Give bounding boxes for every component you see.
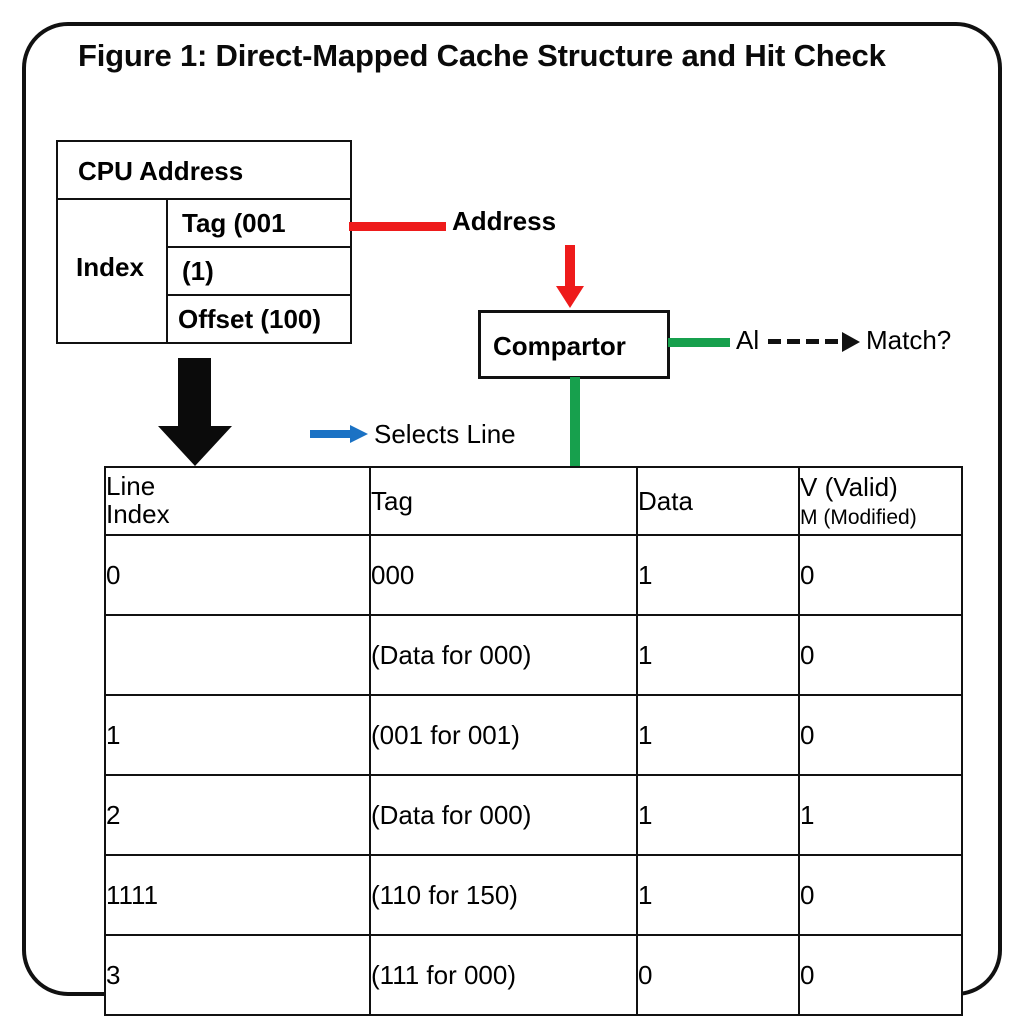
table-row: 1 (001 for 001) 1 0 bbox=[104, 694, 963, 776]
dash-segment bbox=[768, 339, 781, 344]
cell-line-index: 1 bbox=[104, 694, 371, 776]
index-select-arrow-icon bbox=[158, 426, 232, 466]
cpu-address-index-cell: Index bbox=[56, 198, 168, 344]
dash-segment bbox=[825, 339, 838, 344]
comparator-label: Compartor bbox=[493, 331, 626, 361]
cell-data: 1 bbox=[636, 694, 800, 776]
cell-valid-modified: 0 bbox=[798, 534, 963, 616]
cell-tag: (001 for 001) bbox=[369, 694, 638, 776]
cpu-address-header: CPU Address bbox=[56, 140, 352, 200]
table-row: 0 000 1 0 bbox=[104, 534, 963, 616]
dash-arrow-head-icon bbox=[842, 332, 860, 352]
cpu-address-field-index-value: (1) bbox=[166, 246, 352, 296]
cell-line-index: 3 bbox=[104, 934, 371, 1016]
column-header-data: Data bbox=[636, 466, 800, 536]
comparator-box: Compartor bbox=[478, 310, 670, 379]
address-down-arrow-icon bbox=[556, 286, 584, 308]
selects-line-label: Selects Line bbox=[374, 419, 516, 449]
column-header-valid: V (Valid) bbox=[800, 471, 898, 502]
cpu-address-field-tag: Tag (001 bbox=[166, 198, 352, 248]
table-row: 2 (Data for 000) 1 1 bbox=[104, 774, 963, 856]
cache-table-header-row: Line Index Tag Data V (Valid) M (Modifie… bbox=[104, 466, 963, 536]
selects-line-arrow-icon bbox=[350, 425, 368, 443]
table-row: 1111 (110 for 150) 1 0 bbox=[104, 854, 963, 936]
cpu-address-header-label: CPU Address bbox=[78, 156, 244, 186]
column-header-line-index-line2: Index bbox=[106, 499, 170, 529]
cache-table-body: 0 000 1 0 (Data for 000) 1 0 1 (001 for … bbox=[104, 534, 963, 1016]
cell-data: 1 bbox=[636, 614, 800, 696]
cell-line-index: 1111 bbox=[104, 854, 371, 936]
cell-valid-modified: 1 bbox=[798, 774, 963, 856]
table-row: 3 (111 for 000) 0 0 bbox=[104, 934, 963, 1016]
cell-line-index: 0 bbox=[104, 534, 371, 616]
column-header-modified: M (Modified) bbox=[800, 505, 917, 529]
address-down-arrow-shaft bbox=[565, 245, 575, 289]
al-label: Al bbox=[736, 325, 760, 355]
dash-segment bbox=[806, 339, 819, 344]
column-header-line-index: Line Index bbox=[104, 466, 371, 536]
cell-valid-modified: 0 bbox=[798, 854, 963, 936]
cell-data: 1 bbox=[636, 774, 800, 856]
cell-valid-modified: 0 bbox=[798, 614, 963, 696]
match-dashed-arrow-icon bbox=[768, 332, 860, 352]
column-header-line-index-line1: Line bbox=[106, 471, 156, 502]
comparator-to-tag-column-connector bbox=[570, 377, 580, 509]
cell-data: 1 bbox=[636, 854, 800, 936]
cell-data: 1 bbox=[636, 534, 800, 616]
cpu-address-field-index-value-label: (1) bbox=[182, 256, 214, 286]
address-label: Address bbox=[452, 206, 557, 236]
cell-tag: (111 for 000) bbox=[369, 934, 638, 1016]
cell-valid-modified: 0 bbox=[798, 694, 963, 776]
cpu-address-field-tag-label: Tag (001 bbox=[182, 208, 286, 238]
cell-tag: (110 for 150) bbox=[369, 854, 638, 936]
cell-line-index bbox=[104, 614, 371, 696]
match-label: Match? bbox=[866, 325, 952, 355]
selects-line-arrow-shaft bbox=[310, 430, 354, 438]
cache-table: Line Index Tag Data V (Valid) M (Modifie… bbox=[104, 466, 963, 1016]
cell-tag: (Data for 000) bbox=[369, 774, 638, 856]
cell-tag: (Data for 000) bbox=[369, 614, 638, 696]
cpu-address-box: CPU Address Index Tag (001 (1) Offset (1… bbox=[56, 140, 352, 344]
comparator-output-connector bbox=[668, 338, 730, 347]
tag-to-address-connector bbox=[349, 222, 446, 231]
index-select-arrow-shaft bbox=[178, 358, 211, 430]
cpu-address-field-offset-label: Offset (100) bbox=[178, 304, 322, 334]
column-header-tag: Tag bbox=[369, 466, 638, 536]
table-row: (Data for 000) 1 0 bbox=[104, 614, 963, 696]
dash-segment bbox=[787, 339, 800, 344]
cpu-address-field-offset: Offset (100) bbox=[166, 294, 352, 344]
column-header-valid-modified: V (Valid) M (Modified) bbox=[798, 466, 963, 536]
cell-data: 0 bbox=[636, 934, 800, 1016]
cpu-address-index-label: Index bbox=[76, 252, 144, 282]
cell-valid-modified: 0 bbox=[798, 934, 963, 1016]
cell-line-index: 2 bbox=[104, 774, 371, 856]
figure-title: Figure 1: Direct-Mapped Cache Structure … bbox=[78, 38, 886, 73]
cell-tag: 000 bbox=[369, 534, 638, 616]
